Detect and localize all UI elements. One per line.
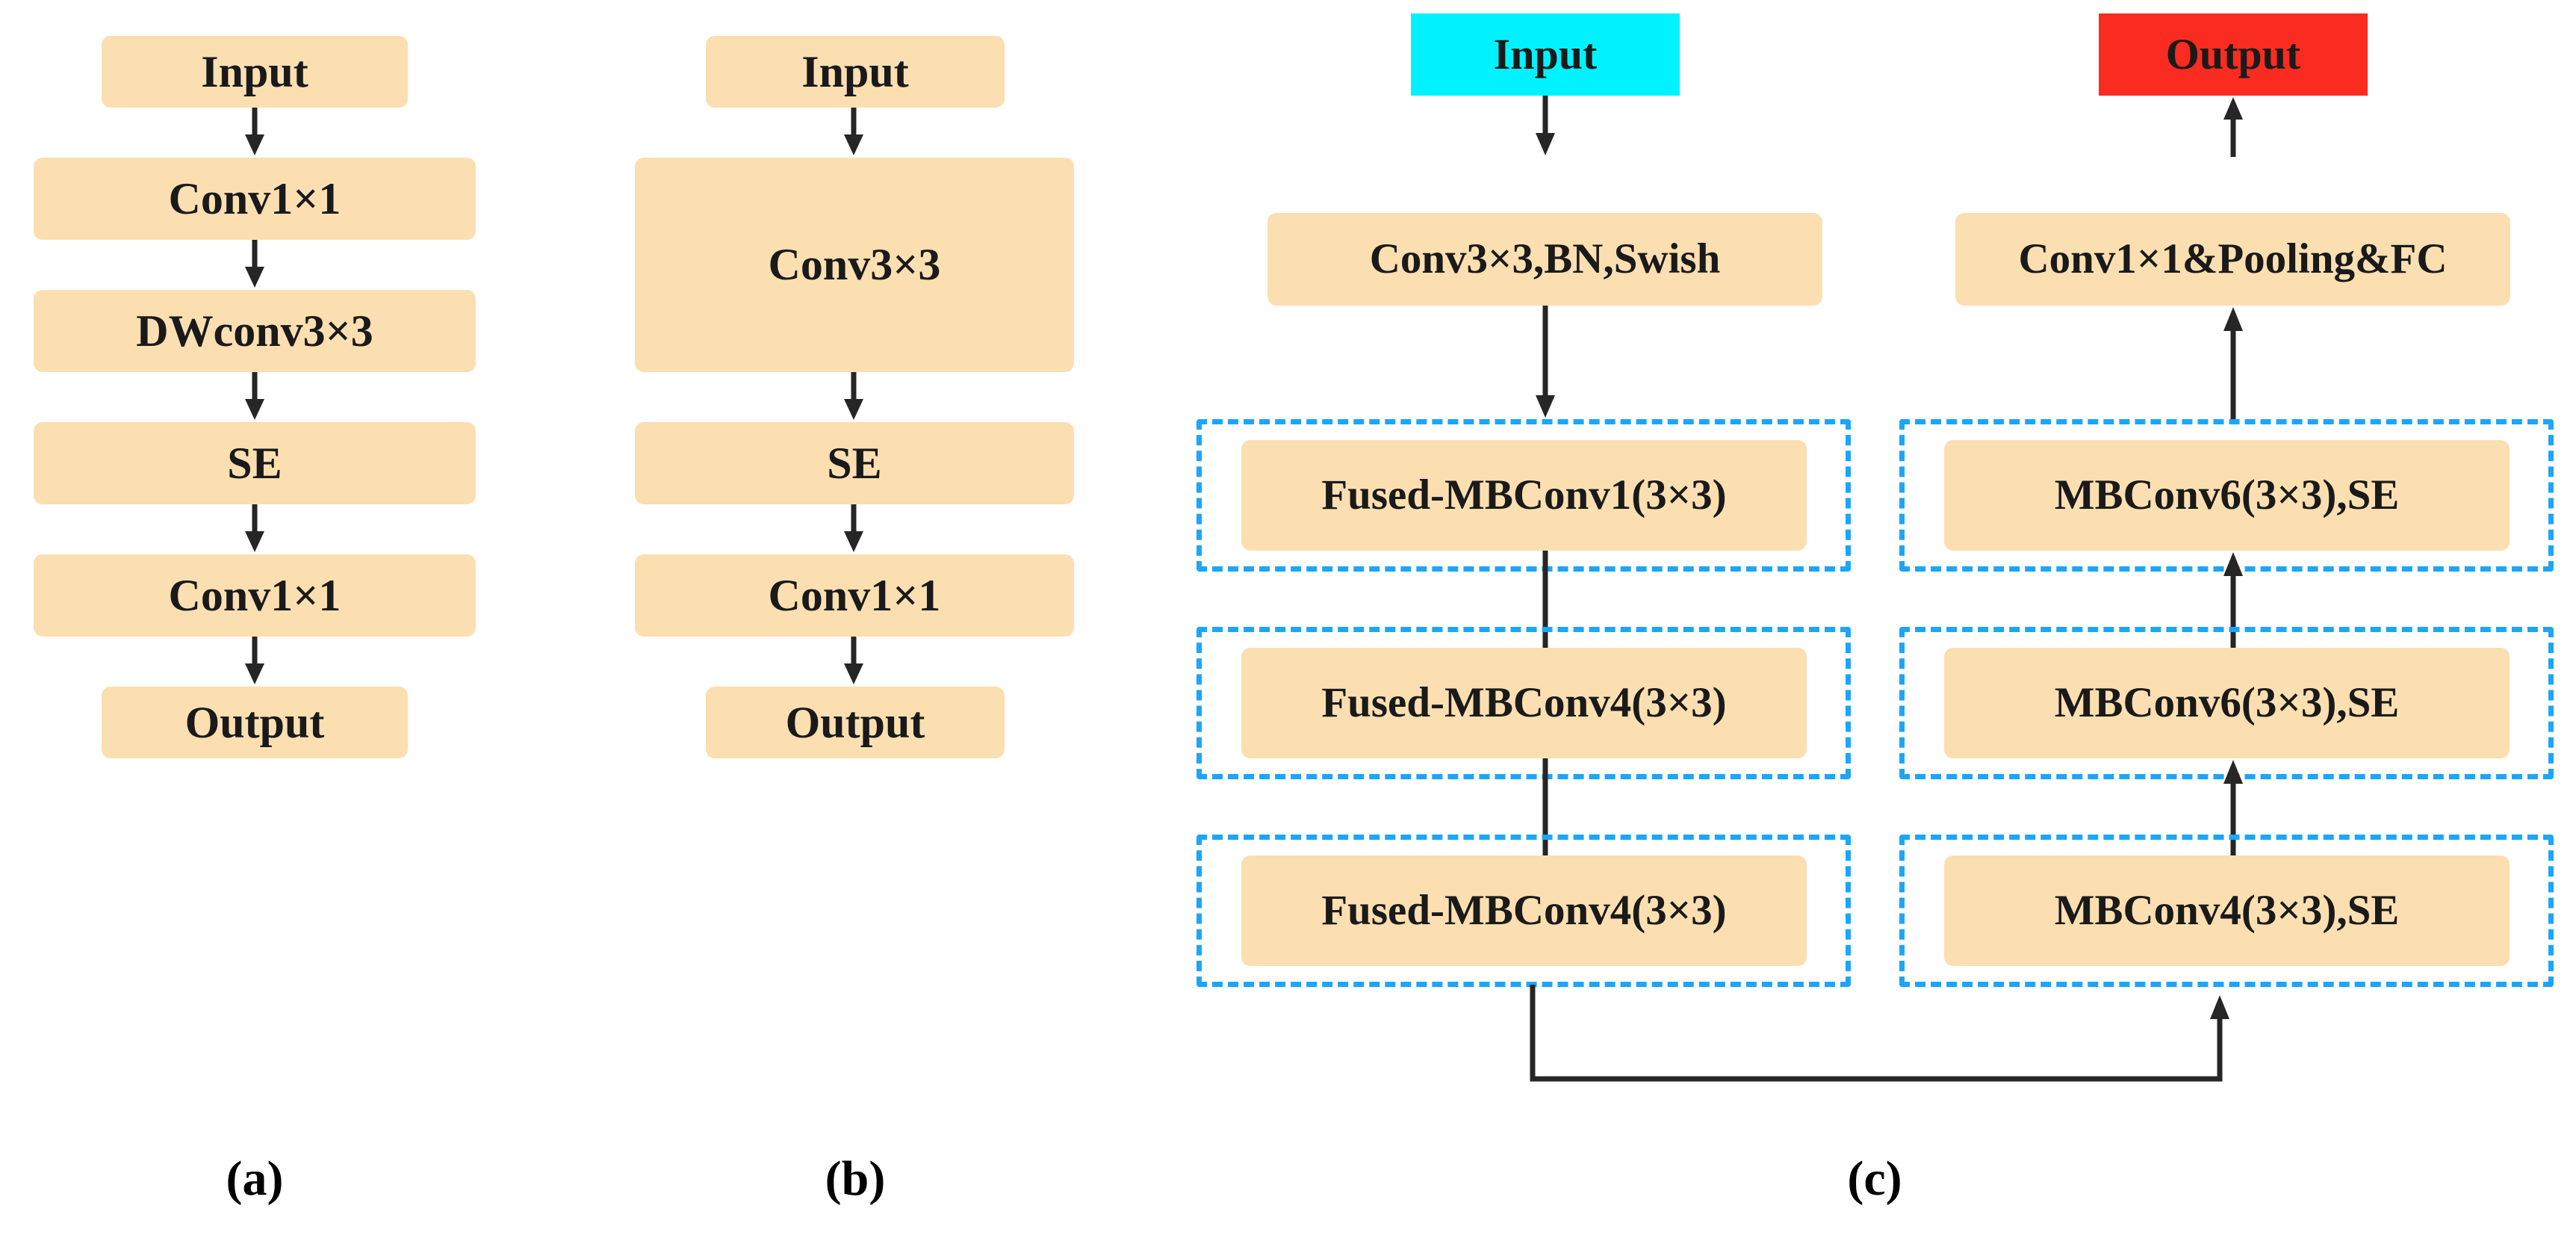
panel-c-node-stem: Conv3×3,BN,Swish [1267, 213, 1822, 306]
panel-b-arrow-2 [840, 372, 867, 421]
panel-c-node-fused-mbconv4-b: Fused-MBConv4(3×3) [1241, 855, 1807, 966]
panel-a-arrow-2 [241, 240, 268, 289]
panel-c-arrow-input-to-stem [1532, 96, 1559, 157]
panel-a-arrow-1 [241, 108, 268, 157]
panel-b-node-se: SE [635, 422, 1074, 504]
panel-b-node-conv1x1: Conv1×1 [635, 554, 1074, 637]
panel-label-a: (a) [226, 1151, 284, 1206]
panel-c-node-fused-mbconv1: Fused-MBConv1(3×3) [1241, 440, 1807, 551]
panel-b-node-output: Output [706, 687, 1005, 758]
panel-a-node-output: Output [102, 687, 408, 758]
panel-c-dashbox-stage3 [1197, 835, 1851, 987]
panel-c-arrow-head-to-output [2220, 96, 2247, 157]
panel-c-connector-left-to-right [1516, 985, 2263, 1104]
panel-c-node-output: Output [2099, 13, 2368, 96]
panel-c-dashbox-stage2 [1197, 627, 1851, 779]
panel-c-node-fused-mbconv4-a: Fused-MBConv4(3×3) [1241, 648, 1807, 758]
panel-c-dashbox-stage4 [1899, 835, 2554, 987]
panel-c-node-head: Conv1×1&Pooling&FC [1955, 213, 2510, 306]
panel-label-c: (c) [1847, 1151, 1902, 1206]
panel-c-node-input: Input [1411, 13, 1680, 96]
panel-label-b: (b) [825, 1151, 886, 1206]
panel-c-dashbox-stage1 [1197, 419, 1851, 572]
panel-a-node-se: SE [34, 422, 476, 504]
panel-a-node-dwconv3x3: DWconv3×3 [34, 290, 476, 372]
panel-c-node-mbconv6-b: MBConv6(3×3),SE [1944, 648, 2510, 758]
panel-c-node-mbconv4: MBConv4(3×3),SE [1944, 855, 2510, 966]
panel-a-arrow-3 [241, 372, 268, 421]
panel-c-node-mbconv6-a: MBConv6(3×3),SE [1944, 440, 2510, 551]
panel-b-node-conv3x3: Conv3×3 [635, 158, 1074, 372]
panel-b-arrow-4 [840, 637, 867, 686]
panel-b-node-input: Input [706, 36, 1005, 108]
panel-a-arrow-5 [241, 637, 268, 686]
panel-a-node-input: Input [102, 36, 408, 108]
panel-b-arrow-3 [840, 504, 867, 554]
panel-c-arrow-s4-to-head [2220, 306, 2247, 419]
panel-c-arrow-stem-to-s1 [1532, 306, 1559, 419]
panel-a-node-conv1x1-expand: Conv1×1 [34, 158, 476, 240]
panel-a-node-conv1x1-project: Conv1×1 [34, 554, 476, 637]
panel-a-arrow-4 [241, 504, 268, 554]
panel-b-arrow-1 [840, 108, 867, 157]
